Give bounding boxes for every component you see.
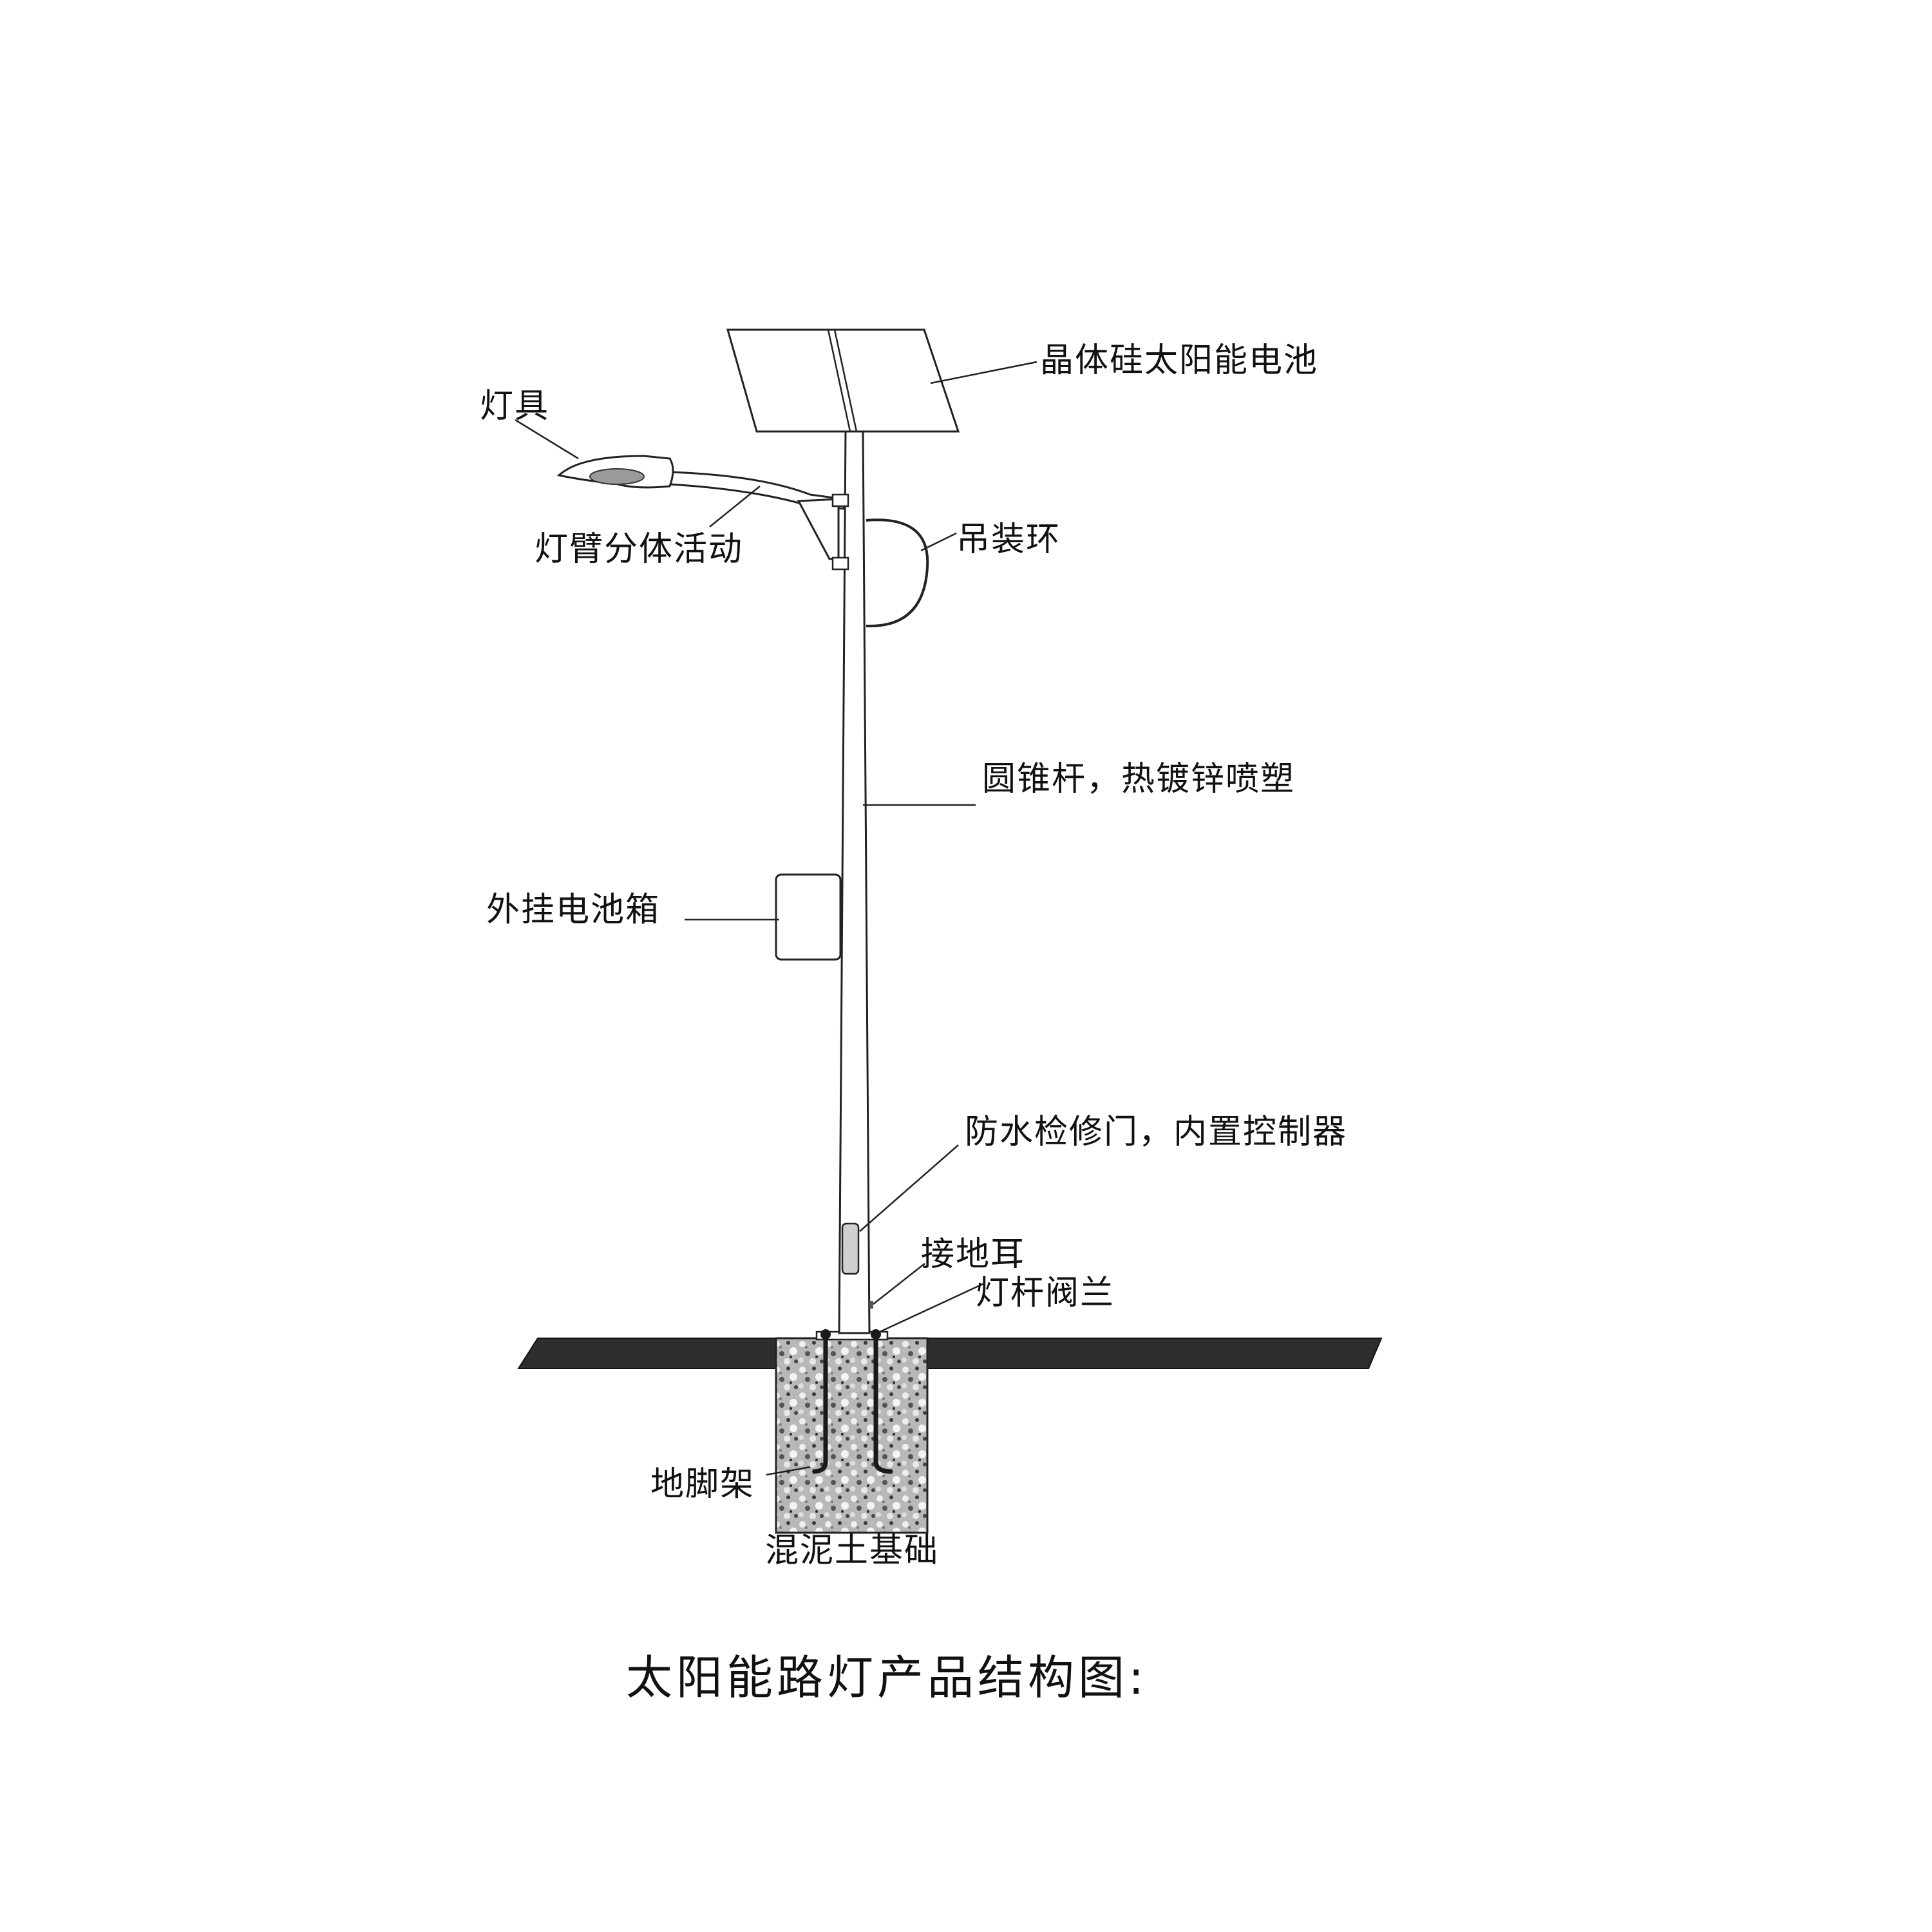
leader-lamp	[515, 419, 579, 460]
label-foundation: 混泥土基础	[765, 1531, 939, 1570]
label-pole: 圆锥杆，热镀锌喷塑	[982, 760, 1295, 799]
flange-nut-left	[820, 1329, 831, 1340]
label-ground-lug: 接地耳	[921, 1235, 1025, 1274]
service-door	[841, 1222, 860, 1275]
leader-anchor-frame	[766, 1466, 811, 1476]
label-lamp: 灯具	[480, 387, 549, 426]
concrete-foundation	[775, 1337, 929, 1534]
leader-ground-lug	[873, 1263, 925, 1305]
solar-panel-divider-a	[827, 329, 851, 432]
arm-clamp-top	[831, 493, 849, 507]
anchor-bolt-right	[873, 1336, 893, 1474]
ground-surface	[517, 1338, 1383, 1369]
label-service-door: 防水检修门，内置控制器	[965, 1113, 1347, 1151]
battery-box	[775, 873, 842, 961]
label-arm: 灯臂分体活动	[535, 530, 743, 569]
label-battery-box: 外挂电池箱	[486, 891, 660, 929]
anchor-bolt-left	[812, 1336, 828, 1474]
leader-solar-panel	[930, 361, 1037, 384]
flange-nut-right	[871, 1329, 881, 1340]
label-flange: 灯杆阀兰	[976, 1274, 1115, 1312]
label-solar-panel: 晶体硅太阳能电池	[1040, 341, 1318, 380]
lamp-arm	[668, 471, 845, 510]
leader-hoist-ring	[920, 532, 957, 552]
leader-arm	[709, 486, 761, 527]
solar-panel	[726, 328, 960, 433]
leader-service-door	[859, 1144, 959, 1232]
arm-clamp-bottom	[831, 556, 849, 571]
hoist-ring	[866, 518, 929, 628]
diagram-title: 太阳能路灯产品结构图:	[626, 1651, 1148, 1705]
solar-panel-divider-b	[833, 329, 858, 432]
label-anchor-frame: 地脚架	[650, 1465, 755, 1504]
label-hoist-ring: 吊装环	[956, 520, 1061, 559]
leader-flange	[876, 1282, 986, 1334]
arm-brace	[797, 498, 840, 560]
lamp-lens	[589, 468, 645, 485]
ground-lug	[869, 1301, 873, 1309]
